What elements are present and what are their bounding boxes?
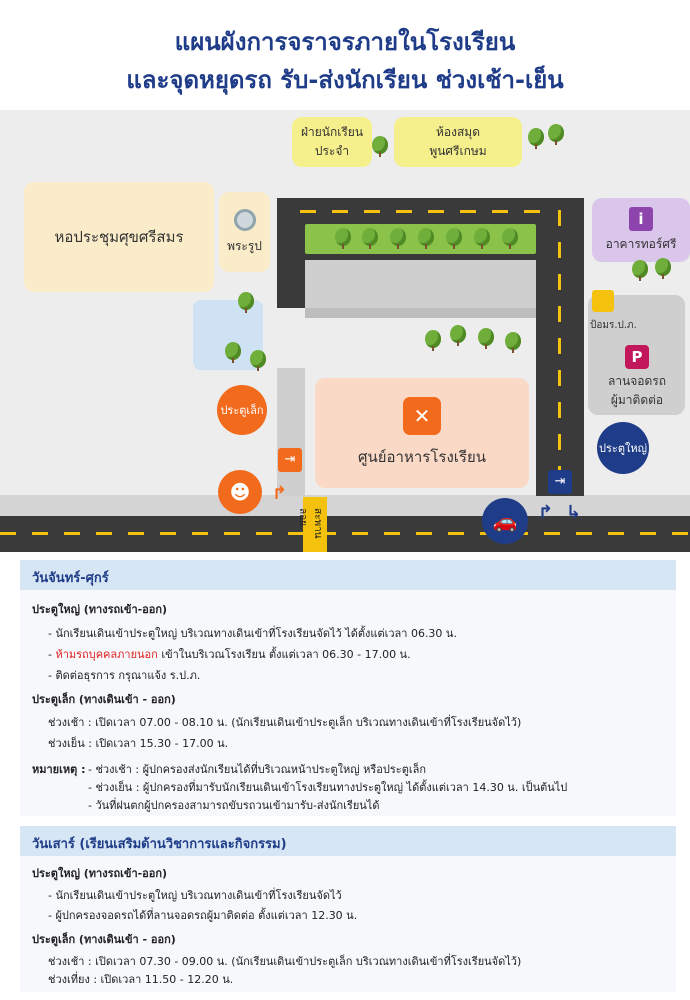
car-out-arrow-icon: ↳ [566, 502, 582, 523]
saturday-header: วันเสาร์ (เรียนเสริมด้านวิชาการและกิจกรร… [20, 826, 676, 856]
guard-house-icon [592, 290, 614, 312]
weekday-small-item-1: ช่วงเช้า : เปิดเวลา 07.00 - 08.10 น. (นั… [48, 716, 522, 729]
office-zone: i อาคารทอร์ศรี [592, 198, 690, 262]
weekday-main-item-2-rest: เข้าในบริเวณโรงเรียน ตั้งแต่เวลา 06.30 -… [157, 648, 411, 661]
small-gate-badge: ประตูเล็ก [217, 385, 267, 435]
main-gate-label: ประตูใหญ่ [599, 442, 647, 455]
crosswalk-label: สะพานลอย [297, 508, 323, 539]
utensils-icon: ✕ [403, 397, 441, 435]
weekday-header: วันจันทร์-ศุกร์ [20, 560, 676, 590]
buddha-zone: พระรูป [219, 192, 270, 272]
road-top-lane [300, 210, 540, 213]
school-map: หอประชุมศุขศรีสมร พระรูป ฝ่ายนักเรียน ปร… [0, 110, 690, 552]
library-label: ห้องสมุด พูนศรีเกษม [429, 125, 487, 158]
parking-icon: P [625, 345, 649, 369]
saturday-main-item-2: - ผู้ปกครองจอดรถได้ที่ลานจอดรถผู้มาติดต่… [48, 909, 358, 922]
info-icon: i [629, 206, 653, 231]
main-gate-badge: ประตูใหญ่ [597, 422, 649, 474]
car-icon: 🚗 [482, 498, 528, 544]
weekday-main-gate-title: ประตูใหญ่ (ทางรถเข้า-ออก) [32, 603, 168, 616]
weekday-panel [20, 560, 676, 816]
parking-label: ลานจอดรถ ผู้มาติดต่อ [607, 374, 667, 407]
weekday-small-item-2: ช่วงเย็น : เปิดเวลา 15.30 - 17.00 น. [48, 737, 229, 750]
saturday-small-item-1: ช่วงเช้า : เปิดเวลา 07.30 - 09.00 น. (นั… [48, 955, 522, 968]
canteen-zone: ✕ ศูนย์อาหารโรงเรียน [315, 378, 529, 488]
canteen-label: ศูนย์อาหารโรงเรียน [357, 448, 487, 466]
main-gate-exit-icon: ⇥ [548, 470, 572, 494]
sidewalk [0, 495, 690, 517]
walk-arrow-icon: ↱ [272, 483, 288, 504]
saturday-main-item-1: - นักเรียนเดินเข้าประตูใหญ่ บริเวณทางเดิ… [48, 889, 342, 902]
buddha-label: พระรูป [227, 238, 262, 253]
title-line-1: แผนผังการจราจรภายในโรงเรียน [174, 28, 516, 56]
saturday-small-gate-title: ประตูเล็ก (ทางเดินเข้า - ออก) [32, 933, 176, 946]
weekday-main-item-2-red: ห้ามรถบุคคลภายนอก [55, 648, 158, 661]
drop-off-area [305, 260, 536, 308]
title-line-2: และจุดหยุดรถ รับ-ส่งนักเรียน ช่วงเช้า-เย… [126, 66, 564, 94]
car-in-arrow-icon: ↱ [538, 502, 554, 523]
weekday-note-1: - ช่วงเช้า : ผู้ปกครองส่งนักเรียนได้ที่บ… [88, 763, 427, 776]
road-left [277, 198, 305, 308]
crosswalk-bridge [303, 497, 327, 552]
walkway [277, 368, 305, 496]
weekday-main-item-1: - นักเรียนเดินเข้าประตูใหญ่ บริเวณทางเดิ… [48, 627, 457, 640]
road-right-lane [558, 210, 561, 490]
library-zone: ห้องสมุด พูนศรีเกษม [394, 117, 522, 167]
weekday-note-2: - ช่วงเย็น : ผู้ปกครองที่มารับนักเรียนเด… [88, 781, 568, 794]
boarding-zone: ฝ่ายนักเรียน ประจำ [292, 117, 372, 167]
saturday-main-gate-title: ประตูใหญ่ (ทางรถเข้า-ออก) [32, 867, 168, 880]
guard-label: ป้อมร.ป.ภ. [590, 320, 637, 331]
saturday-small-item-2: ช่วงเที่ยง : เปิดเวลา 11.50 - 12.20 น. [48, 973, 234, 986]
main-road-lane [0, 532, 690, 535]
weekday-main-item-3: - ติดต่อธุรการ กรุณาแจ้ง ร.ป.ภ. [48, 669, 201, 682]
small-gate-exit-icon: ⇥ [278, 448, 302, 472]
weekday-note-3: - วันที่ฝนตกผู้ปกครองสามารถขับรถวนเข้ามา… [88, 799, 380, 812]
office-label: อาคารทอร์ศรี [605, 236, 677, 251]
weekday-small-gate-title: ประตูเล็ก (ทางเดินเข้า - ออก) [32, 693, 176, 706]
weekday-main-item-2: - ห้ามรถบุคคลภายนอก เข้าในบริเวณโรงเรียน… [48, 648, 411, 661]
weekday-note-label: หมายเหตุ : [32, 763, 86, 776]
hall-label: หอประชุมศุขศรีสมร [54, 228, 184, 246]
page-title: แผนผังการจราจรภายในโรงเรียน และจุดหยุดรถ… [0, 0, 690, 110]
hall-zone: หอประชุมศุขศรีสมร [24, 182, 214, 292]
small-gate-label: ประตูเล็ก [220, 404, 264, 417]
divider [305, 308, 536, 318]
boarding-label: ฝ่ายนักเรียน ประจำ [300, 125, 364, 158]
person-icon: ☻ [218, 470, 262, 514]
buddha-icon [233, 208, 256, 231]
